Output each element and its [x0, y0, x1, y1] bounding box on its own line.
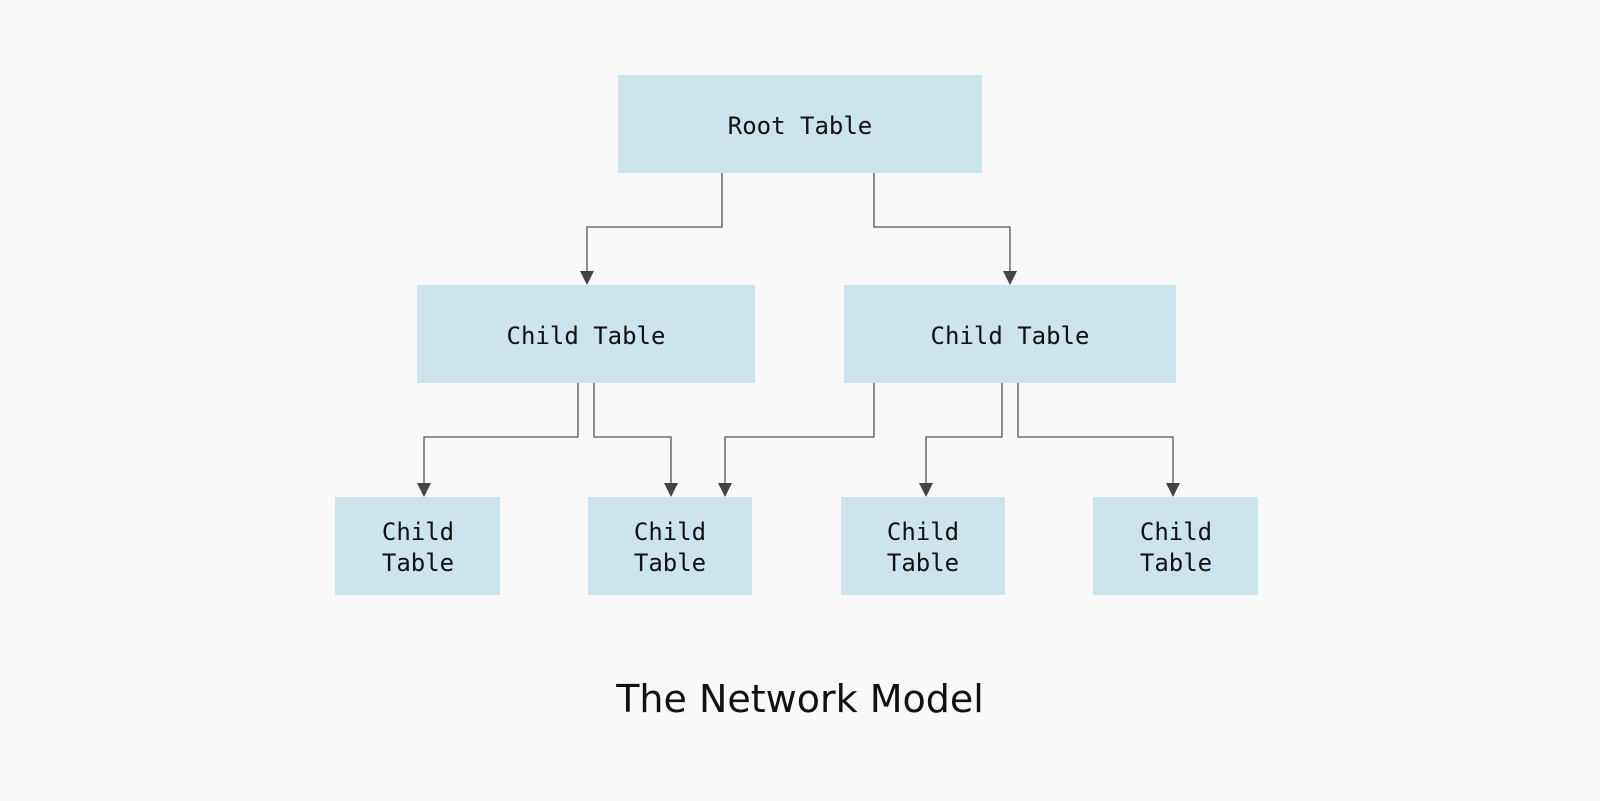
node-leaf-1-box [335, 497, 500, 595]
edge-child-right-to-leaf-4 [1017, 383, 1180, 497]
node-child-left-box [417, 285, 755, 383]
node-root-box [618, 75, 982, 173]
node-leaf-4-box [1093, 497, 1258, 595]
node-leaf-3-label-line-1: Child [887, 518, 959, 546]
node-child-right-label: Child Table [931, 322, 1090, 350]
node-leaf-2-label-line-2: Table [634, 549, 706, 577]
diagram-title: The Network Model [615, 677, 984, 721]
node-root-label: Root Table [728, 112, 873, 140]
node-leaf-3-box [841, 497, 1005, 595]
edge-child-right-to-leaf-3 [919, 383, 1003, 497]
node-leaf-1-label-line-1: Child [382, 518, 454, 546]
node-leaf-2: Child Table [588, 497, 752, 595]
node-leaf-4-label-line-2: Table [1140, 549, 1212, 577]
node-child-right: Child Table [844, 285, 1176, 383]
node-leaf-1-label-line-2: Table [382, 549, 454, 577]
edge-child-right-to-leaf-2 [718, 383, 875, 497]
edge-child-left-to-leaf-1 [417, 383, 579, 497]
node-leaf-3-label-line-2: Table [887, 549, 959, 577]
node-child-left: Child Table [417, 285, 755, 383]
node-leaf-4: Child Table [1093, 497, 1258, 595]
node-leaf-3: Child Table [841, 497, 1005, 595]
node-leaf-2-box [588, 497, 752, 595]
node-leaf-1: Child Table [335, 497, 500, 595]
edge-root-to-child-left [580, 173, 723, 285]
node-leaf-4-label-line-1: Child [1140, 518, 1212, 546]
node-root: Root Table [618, 75, 982, 173]
node-child-left-label: Child Table [507, 322, 666, 350]
edge-child-left-to-leaf-2 [593, 383, 678, 497]
edges [417, 173, 1180, 497]
edge-root-to-child-right [873, 173, 1017, 285]
node-child-right-box [844, 285, 1176, 383]
node-leaf-2-label-line-1: Child [634, 518, 706, 546]
